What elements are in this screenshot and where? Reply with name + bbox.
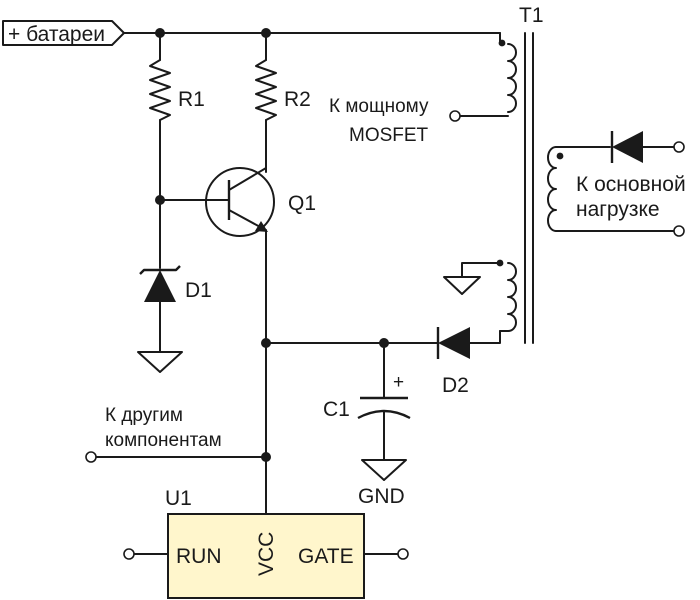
r2-label: R2 [284, 88, 311, 111]
c1-plus-label: + [393, 372, 404, 393]
gate-pin-terminal[interactable] [397, 548, 409, 560]
resistor-r2 [255, 59, 277, 121]
junction-vcc-node [261, 338, 271, 348]
d2-to-coil-wire [469, 330, 501, 344]
t1-label: T1 [519, 4, 544, 27]
load-diode-body [612, 131, 643, 163]
load-terminal-bottom[interactable] [673, 225, 685, 237]
other-components-terminal[interactable] [85, 451, 97, 463]
junction-other-components [261, 452, 271, 462]
c1-label: C1 [323, 398, 350, 421]
run-pin-label: RUN [176, 545, 222, 568]
other-label-line2: компонентам [105, 430, 222, 451]
aux-winding [507, 262, 517, 332]
q1-label: Q1 [288, 192, 316, 215]
load-label-line2: нагрузке [576, 198, 660, 221]
mosfet-label-line1: К мощному [329, 96, 429, 117]
gnd-label: GND [358, 485, 405, 508]
junction-r2-rail [261, 28, 271, 38]
d1-ground-symbol [137, 351, 183, 373]
other-label-line1: К другим [105, 405, 183, 426]
r1-label: R1 [178, 88, 205, 111]
vcc-pin-label: VCC [255, 532, 278, 576]
primary-phase-dot [498, 39, 506, 47]
primary-winding [507, 43, 517, 113]
aux-ground-wire [461, 262, 501, 278]
load-label-line1: К основной [576, 173, 686, 196]
zener-d1-body [144, 270, 176, 302]
q1-collector-leg [228, 167, 267, 191]
zener-d1-bar [139, 265, 181, 275]
junction-c1 [379, 338, 389, 348]
mosfet-label-line2: MOSFET [349, 125, 429, 146]
secondary-winding [547, 146, 557, 232]
run-pin-terminal[interactable] [123, 548, 135, 560]
transistor-q1-body [205, 167, 275, 237]
battery-input-tag [2, 20, 125, 46]
load-terminal-top[interactable] [673, 141, 685, 153]
aux-ground-symbol [443, 276, 481, 295]
q1-emitter-leg [228, 209, 263, 229]
gate-pin-label: GATE [298, 545, 354, 568]
aux-phase-dot [496, 259, 504, 267]
chip-u1 [167, 513, 365, 599]
battery-label: + батареи [8, 23, 105, 46]
mosfet-terminal[interactable] [449, 110, 461, 122]
resistor-r1 [149, 59, 171, 121]
d2-label: D2 [442, 374, 469, 397]
diode-d2-body [438, 327, 470, 359]
u1-label: U1 [165, 487, 192, 510]
c1-ground-symbol [361, 459, 407, 481]
secondary-phase-dot [556, 152, 564, 160]
q1-emitter-arrow [255, 221, 268, 232]
junction-q1-base [155, 195, 165, 205]
junction-r1-rail [155, 28, 165, 38]
d1-label: D1 [185, 279, 212, 302]
